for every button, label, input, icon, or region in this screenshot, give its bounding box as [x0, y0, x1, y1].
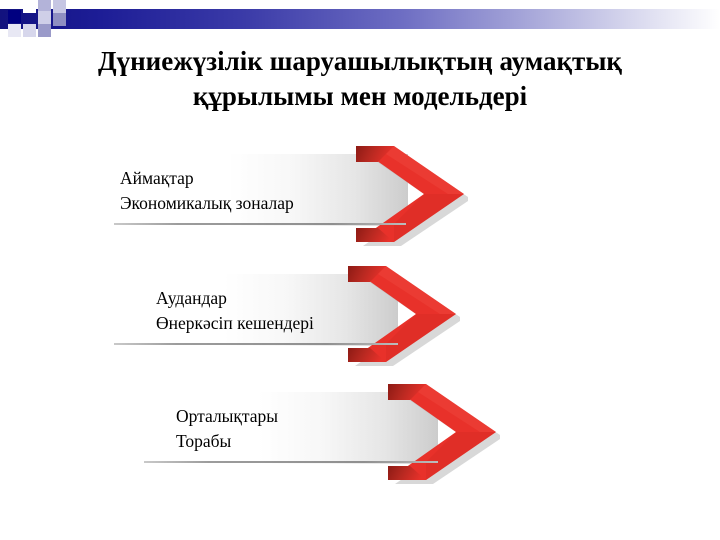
decorative-square	[53, 0, 66, 13]
decorative-square	[38, 11, 51, 24]
top-gradient-banner	[0, 9, 720, 29]
chevron-right-icon	[340, 260, 460, 368]
decorative-square	[23, 24, 36, 37]
decorative-square	[23, 0, 36, 13]
page-title: Дүниежүзілік шаруашылықтың аумақтық құры…	[16, 44, 704, 113]
arrow-label-line-2: Өнеркәсіп кешендері	[156, 312, 314, 333]
arrow-label-line-2: Торабы	[176, 430, 232, 451]
arrow-baseline-rule	[114, 223, 406, 225]
arrow-label-line-1: Аудандар	[156, 288, 227, 308]
decorative-square	[8, 10, 21, 23]
page-title-line-1: Дүниежүзілік шаруашылықтың аумақтық	[98, 46, 622, 76]
arrow-band	[108, 274, 398, 346]
decorative-square	[38, 24, 51, 37]
arrow-baseline-rule	[114, 343, 398, 345]
chevron-right-icon	[380, 378, 500, 486]
arrow-label-line-1: Орталықтары	[176, 406, 279, 426]
chevron-right-icon	[348, 140, 468, 248]
arrow-band	[138, 392, 438, 464]
decorative-square	[38, 0, 51, 13]
arrow-label-line-2: Экономикалық зоналар	[120, 192, 294, 213]
decorative-square	[53, 13, 66, 26]
page-title-line-2: құрылымы мен модельдері	[192, 80, 528, 111]
decorative-square	[8, 24, 21, 37]
arrow-label-line-1: Аймақтар	[120, 168, 194, 188]
arrow-band	[108, 154, 408, 226]
arrow-baseline-rule	[144, 461, 438, 463]
